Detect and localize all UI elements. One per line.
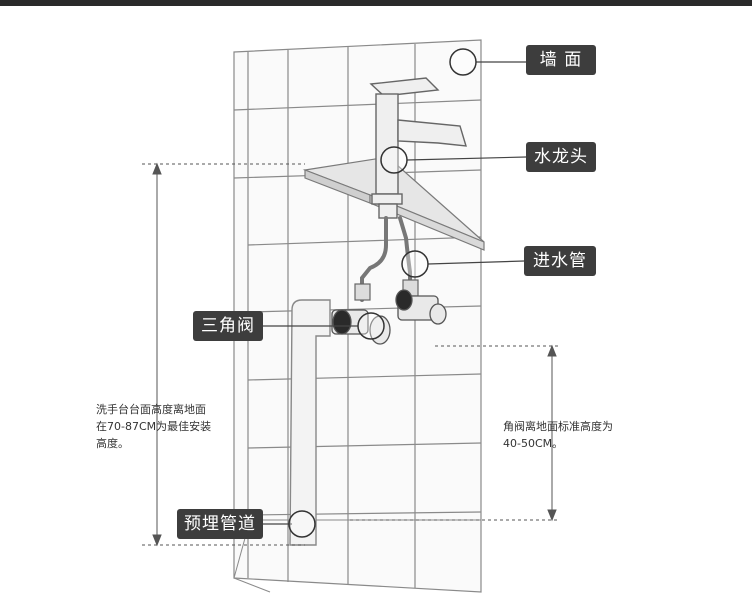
embedded-pipe-label: 预埋管道	[177, 509, 263, 539]
angle-valve-pointer-circle	[357, 312, 385, 340]
inlet-pipe-pointer-circle	[401, 250, 429, 278]
basin-height-note: 洗手台台面高度离地面 在70-87CM为最佳安装 高度。	[96, 401, 211, 452]
embedded-pipe-pointer-circle	[288, 510, 316, 538]
supply-pipe	[289, 299, 331, 546]
faucet-body	[369, 77, 467, 219]
pointer-circles	[288, 48, 477, 538]
dimension-valve-height	[350, 344, 560, 522]
inlet-pipe-label: 进水管	[524, 246, 596, 276]
dimension-basin-height	[142, 162, 305, 547]
basin-height-note-line1: 洗手台台面高度离地面	[96, 403, 206, 416]
faucet-pointer-circle	[380, 146, 408, 174]
basin-height-note-line2: 在70-87CM为最佳安装	[96, 420, 212, 433]
faucet-label: 水龙头	[526, 142, 596, 172]
leader-lines	[263, 61, 527, 525]
inlet-hoses	[360, 216, 412, 302]
valve-height-note-line1: 角阀离地面标准高度为	[503, 420, 613, 433]
wall-pointer-circle	[449, 48, 477, 76]
angle-valves	[331, 289, 447, 345]
wall-label: 墙 面	[526, 45, 596, 75]
valve-height-note: 角阀离地面标准高度为 40-50CM。	[503, 418, 613, 452]
basin-height-note-line3: 高度。	[96, 437, 129, 450]
valve-height-note-line2: 40-50CM。	[503, 437, 564, 450]
top-border	[0, 0, 752, 6]
angle-valve-label: 三角阀	[193, 311, 263, 341]
